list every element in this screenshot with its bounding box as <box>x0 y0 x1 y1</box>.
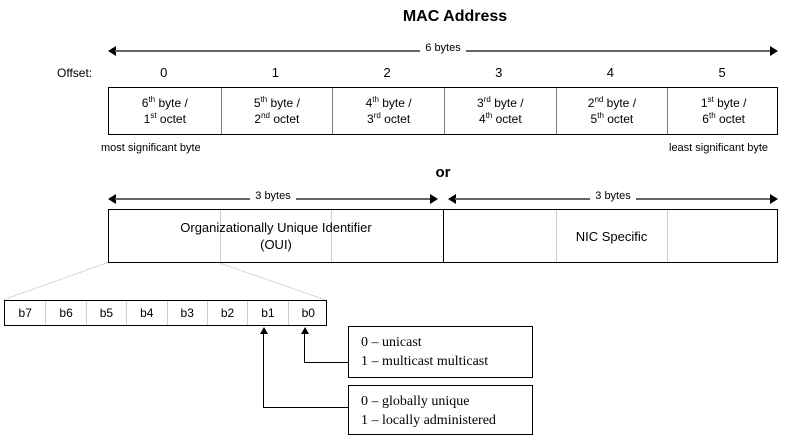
offset-label-0: 0 <box>160 65 168 80</box>
bit-cell-b6: b6 <box>45 301 85 325</box>
arrow-left-cap-icon <box>108 194 116 204</box>
expansion-leader-right <box>220 263 328 301</box>
ordinal-suffix: st <box>150 111 157 120</box>
oui-three-bytes-dimension-arrow: 3 bytes <box>108 190 438 205</box>
ordinal-suffix: th <box>372 95 379 104</box>
ordinal-suffix: th <box>148 95 156 104</box>
offset-label-3: 3 <box>495 65 503 80</box>
oui-subdivider-1 <box>219 210 221 262</box>
most-significant-byte-note: most significant byte <box>101 142 201 154</box>
oui-field: Organizationally Unique Identifier (OUI) <box>109 210 443 262</box>
b1-callout-leader-horizontal <box>263 407 349 408</box>
byte-cell-5-line1: 1st byte / <box>700 95 747 111</box>
arrow-right-cap-icon <box>770 194 778 204</box>
byte-cell-5: 1st byte / 6th octet <box>667 88 779 134</box>
offset-word-label: Offset: <box>57 66 93 80</box>
arrow-left-cap-icon <box>108 46 116 56</box>
arrow-right-cap-icon <box>770 46 778 56</box>
offset-label-5: 5 <box>718 65 726 80</box>
b0-callout-leader-vertical <box>304 333 305 363</box>
bit-cell-b4: b4 <box>126 301 166 325</box>
byte-cell-5-line2: 6th octet <box>702 111 745 127</box>
byte-cell-3-line2: 4th octet <box>478 111 522 127</box>
b1-callout-leader-vertical <box>263 333 264 408</box>
byte-cell-4: 2nd byte / 5th octet <box>555 88 668 134</box>
oui-nic-separator <box>443 210 444 262</box>
offset-label-1: 1 <box>271 65 279 80</box>
ordinal-suffix: th <box>260 95 268 104</box>
byte-cell-1-line1: 5th byte / <box>253 95 300 111</box>
oui-field-text: Organizationally Unique Identifier (OUI) <box>180 219 372 253</box>
byte-cell-1-line2: 2nd octet <box>254 111 300 127</box>
ordinal-suffix: th <box>708 111 716 120</box>
oui-subdivider-2 <box>331 210 333 262</box>
bit-cell-b2: b2 <box>206 301 247 325</box>
offset-label-4: 4 <box>606 65 614 80</box>
offset-label-2: 2 <box>383 65 391 80</box>
byte-cell-3-line1: 3rd byte / <box>477 95 524 111</box>
byte-cell-4-line2: 5th octet <box>590 111 634 127</box>
callout-unicast-multicast: 0 – unicast 1 – multicast multicast <box>348 326 533 378</box>
nic-span-label: 3 bytes <box>448 190 778 203</box>
byte-cell-2: 4th byte / 3rd octet <box>332 88 444 134</box>
ordinal-suffix: th <box>485 111 493 120</box>
b0-callout-arrowhead-icon <box>301 327 309 334</box>
ordinal-suffix: st <box>707 95 714 104</box>
b0-callout-leader-horizontal <box>304 362 349 363</box>
nic-subdivider-1 <box>555 210 557 262</box>
least-significant-byte-note: least significant byte <box>669 142 769 154</box>
byte-cell-2-line2: 3rd octet <box>367 111 411 127</box>
arrow-right-cap-icon <box>430 194 438 204</box>
bit-cell-b5: b5 <box>85 301 126 325</box>
oui-span-label: 3 bytes <box>108 190 438 203</box>
expansion-leader-left <box>3 262 109 301</box>
callout-globally-locally: 0 – globally unique 1 – locally administ… <box>348 385 533 435</box>
page-title: MAC Address <box>402 8 508 25</box>
nic-specific-field: NIC Specific <box>444 210 779 262</box>
bit-cell-b3: b3 <box>166 301 207 325</box>
oui-title-line1: Organizationally Unique Identifier <box>180 220 372 235</box>
arrow-left-cap-icon <box>448 194 456 204</box>
six-bytes-dimension-arrow: 6 bytes <box>108 42 778 57</box>
callout-unicast-line-1: 1 – multicast multicast <box>361 354 489 369</box>
ordinal-suffix: nd <box>261 111 270 120</box>
bit-cell-b7: b7 <box>18 306 32 320</box>
byte-cell-3: 3rd byte / 4th octet <box>444 88 556 134</box>
ordinal-suffix: rd <box>373 111 381 120</box>
byte-cell-4-line1: 2nd byte / <box>587 95 637 111</box>
nic-three-bytes-dimension-arrow: 3 bytes <box>448 190 778 205</box>
mac-byte-table: 6th byte / 1st octet 5th byte / 2nd octe… <box>108 87 778 135</box>
offset-number-row: 0 1 2 3 4 5 <box>108 65 778 83</box>
oui-nic-table: Organizationally Unique Identifier (OUI)… <box>108 209 778 263</box>
byte-cell-0: 6th byte / 1st octet <box>109 88 221 134</box>
nic-subdivider-2 <box>667 210 669 262</box>
callout-unicast-line-0: 0 – unicast <box>361 335 422 350</box>
oui-title-line2: (OUI) <box>260 237 292 252</box>
b1-callout-arrowhead-icon <box>260 327 268 334</box>
first-octet-bit-table: b7 b6 b5 b4 b3 b2 b1 b0 <box>4 300 327 326</box>
bit-cell-b0: b0 <box>287 301 328 325</box>
bit-cell-b1: b1 <box>247 301 287 325</box>
byte-cell-0-line1: 6th byte / <box>141 95 188 111</box>
byte-cell-0-line2: 1st octet <box>143 111 186 127</box>
ordinal-suffix: th <box>597 111 604 120</box>
ordinal-suffix: rd <box>483 95 491 104</box>
callout-global-line-0: 0 – globally unique <box>361 394 470 409</box>
nic-specific-label: NIC Specific <box>575 228 648 244</box>
six-bytes-label: 6 bytes <box>108 42 778 55</box>
ordinal-suffix: nd <box>594 95 604 104</box>
byte-cell-1: 5th byte / 2nd octet <box>220 88 333 134</box>
callout-global-line-1: 1 – locally administered <box>361 413 496 428</box>
byte-cell-2-line1: 4th byte / <box>365 95 412 111</box>
or-separator-label: or <box>435 164 451 181</box>
